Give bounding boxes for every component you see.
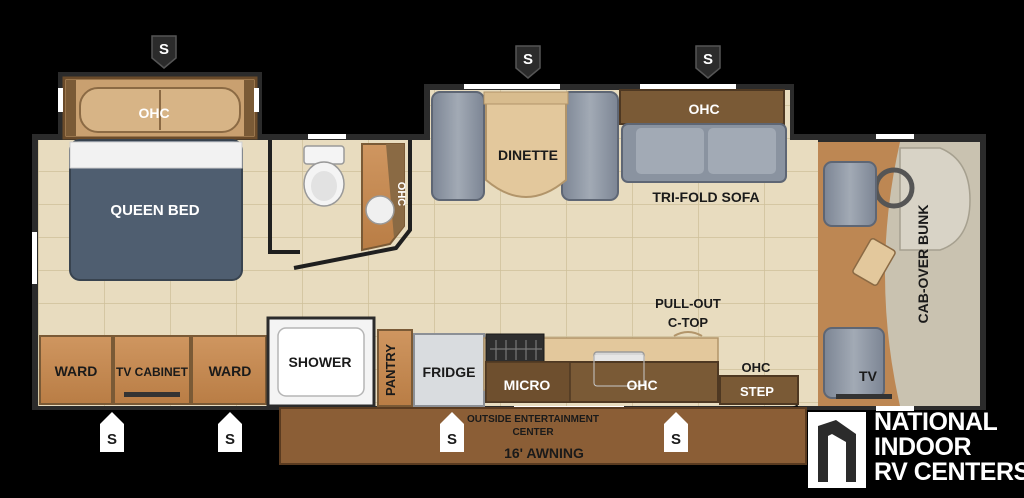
shower-label: SHOWER <box>289 354 352 370</box>
ward-right <box>191 335 267 405</box>
tv-label: TV <box>859 368 878 384</box>
slide-marker-7: S <box>664 412 688 452</box>
queen-bed-label: QUEEN BED <box>110 202 199 219</box>
cab-console <box>852 238 896 286</box>
entry-step <box>719 375 799 405</box>
bath-ohc-label: OHC <box>395 182 407 207</box>
slide-marker-3: S <box>695 45 721 79</box>
slide-marker-5-label: S <box>225 431 235 448</box>
logo-line-2: INDOOR <box>874 433 971 461</box>
dashboard <box>899 147 971 251</box>
awning <box>279 407 807 465</box>
slide-marker-1: S <box>151 35 177 69</box>
tri-fold-sofa-label: TRI-FOLD SOFA <box>652 189 759 205</box>
cab-over-bunk-label: CAB-OVER BUNK <box>915 205 931 324</box>
slide-marker-2: S <box>515 45 541 79</box>
fridge-label: FRIDGE <box>423 364 476 380</box>
awning-label: 16' AWNING <box>504 445 584 461</box>
ward-right-label: WARD <box>209 363 252 379</box>
outside-entertainment-line1: OUTSIDE ENTERTAINMENT <box>467 414 599 425</box>
dinette-label: DINETTE <box>498 147 558 163</box>
step-label: STEP <box>740 384 774 399</box>
dinette-table <box>485 99 567 198</box>
dinette-seat-left <box>431 91 485 201</box>
microwave <box>485 361 571 403</box>
ward-left-label: WARD <box>55 363 98 379</box>
sofa-ohc-label: OHC <box>688 101 719 117</box>
front-ohc-label: OHC <box>742 360 772 375</box>
bath-sink <box>365 195 395 225</box>
pull-out-ctop-line1: PULL-OUT <box>655 296 721 311</box>
slide-marker-3-label: S <box>703 51 713 68</box>
logo-text: NATIONAL INDOOR RV CENTERS <box>874 410 1024 485</box>
kitchen-ohc-label: OHC <box>626 377 657 393</box>
sofa-ohc <box>619 89 785 125</box>
slide-marker-2-label: S <box>523 51 533 68</box>
micro-label: MICRO <box>504 377 551 393</box>
queen-bed <box>69 139 243 281</box>
pantry <box>377 329 413 407</box>
bedroom-ohc-label: OHC <box>138 105 169 121</box>
passenger-seat <box>823 327 885 399</box>
pull-out-ctop-line2: C-TOP <box>668 315 709 330</box>
slide-marker-7-label: S <box>671 431 681 448</box>
national-indoor-rv-logo[interactable]: NATIONAL INDOOR RV CENTERS <box>808 410 1024 498</box>
slide-marker-4: S <box>100 412 124 452</box>
ward-left <box>39 335 113 405</box>
logo-mark-icon <box>808 412 866 488</box>
dinette-seat-right <box>561 91 619 201</box>
slide-marker-1-label: S <box>159 41 169 58</box>
slide-marker-6: S <box>440 412 464 452</box>
tv-cabinet-label: TV CABINET <box>116 365 189 379</box>
slide-marker-6-label: S <box>447 431 457 448</box>
slide-marker-4-label: S <box>107 431 117 448</box>
outside-entertainment-line2: CENTER <box>512 427 554 438</box>
bath-wall <box>293 140 412 270</box>
logo-line-3: RV CENTERS <box>874 458 1024 486</box>
logo-line-1: NATIONAL <box>874 408 998 436</box>
driver-seat <box>823 161 877 227</box>
slide-marker-5: S <box>218 412 242 452</box>
pantry-label: PANTRY <box>383 344 398 396</box>
